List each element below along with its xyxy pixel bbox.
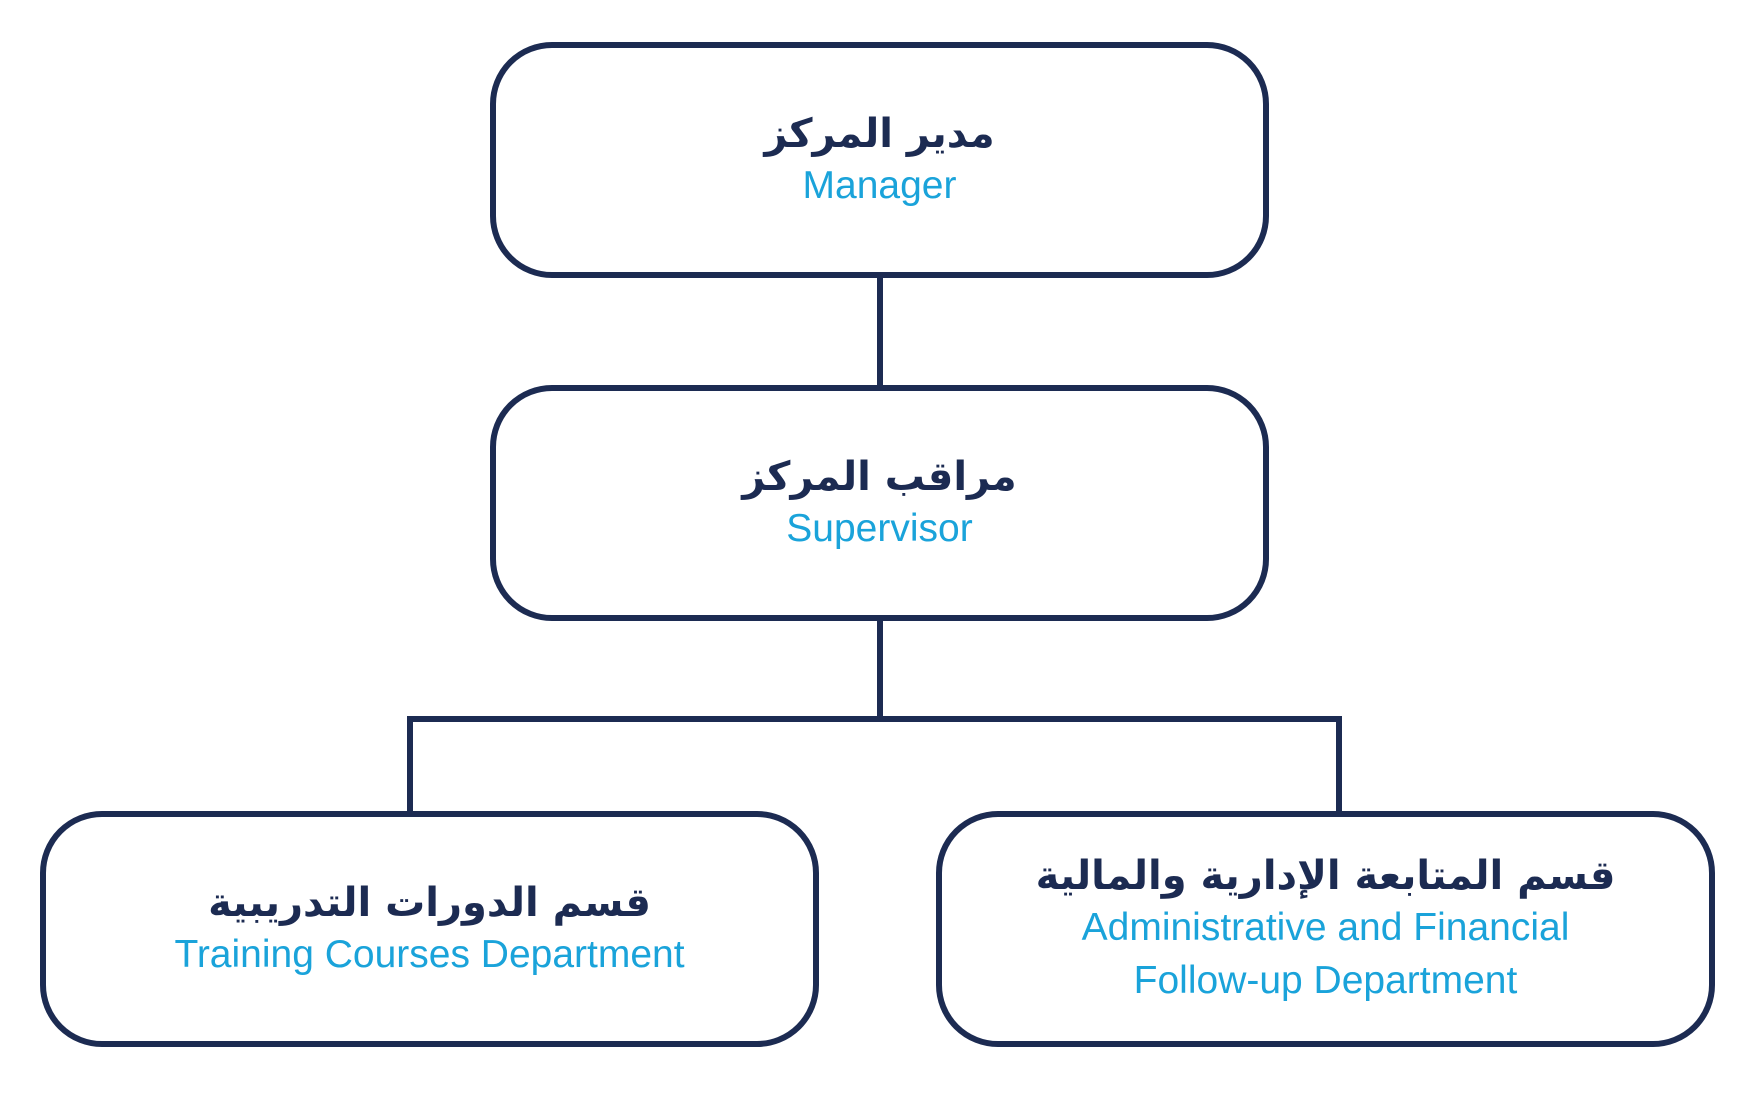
admin-financial-department-title-english: Administrative and Financial Follow-up D…	[1081, 906, 1570, 1002]
admin-financial-department-node: قسم المتابعة الإدارية والمالية Administr…	[936, 811, 1715, 1047]
supervisor-title-english: Supervisor	[786, 506, 973, 550]
supervisor-node: مراقب المركز Supervisor	[490, 385, 1269, 621]
supervisor-title-arabic: مراقب المركز	[742, 453, 1017, 500]
manager-title-english: Manager	[802, 163, 957, 207]
branch-connector	[407, 716, 1342, 811]
training-department-node: قسم الدورات التدريبية Training Courses D…	[40, 811, 819, 1047]
manager-node: مدير المركز Manager	[490, 42, 1269, 278]
admin-financial-department-title-arabic: قسم المتابعة الإدارية والمالية	[1035, 853, 1616, 900]
training-department-title-english: Training Courses Department	[174, 932, 685, 976]
manager-title-arabic: مدير المركز	[764, 110, 995, 157]
training-department-title-arabic: قسم الدورات التدريبية	[208, 879, 651, 926]
